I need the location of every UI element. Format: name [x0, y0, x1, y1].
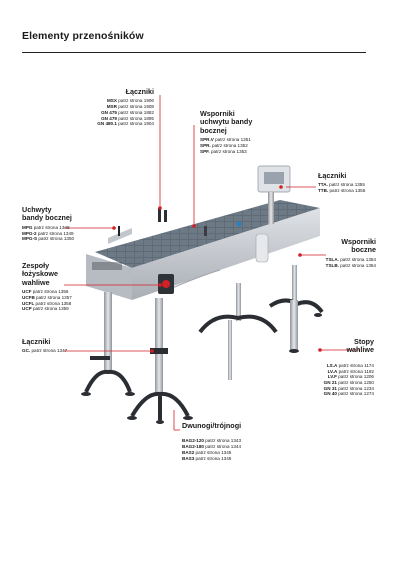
- ref-line: BAG2-120 patrz strona 1343: [182, 438, 242, 444]
- ref-line: SPF. patrz strona 1353: [200, 148, 247, 154]
- ref-line: GN 21 patrz strona 1250: [323, 379, 374, 385]
- callout-heading: Wsporniki uchwytu bandy bocznej: [200, 109, 253, 135]
- ref-line: UCFB patrz strona 1357: [22, 294, 72, 300]
- callout-refs: GC. patrz strona 1347: [22, 348, 112, 354]
- conveyor-belt: [95, 200, 320, 268]
- callout-heading: Zespoły łożyskowe wahliwe: [22, 261, 58, 287]
- ref-line: BAS3 patrz strona 1346: [182, 455, 232, 461]
- left-front-leg: [104, 292, 112, 372]
- ref-line: SPR. patrz strona 1352: [200, 142, 248, 148]
- callout-heading: Dwunogi/trójnogi: [182, 421, 242, 430]
- callout-heading: Łączniki: [22, 337, 51, 346]
- ref-line: TSLA. patrz strona 1354: [325, 256, 376, 262]
- ref-line: LV.F patrz strona 1206: [327, 374, 374, 380]
- ref-line: MPG patrz strona 1348: [22, 224, 70, 230]
- callout-heading: Stopy wahliwe: [346, 337, 374, 355]
- callout-heading: Uchwyty bandy bocznej: [22, 205, 72, 223]
- belt-end-cover: [86, 254, 132, 300]
- callout-refs: LS.A patrz strona 1174 LV.A patrz strona…: [274, 363, 374, 397]
- callout-bearing-units: Zespoły łożyskowe wahliwe UCF patrz stro…: [22, 261, 112, 312]
- ref-line: UCFL patrz strona 1358: [22, 300, 72, 306]
- side-frame: [132, 208, 320, 300]
- ref-line: MSX patrz strona 1906: [106, 98, 154, 104]
- ref-line: BAG2-180 patrz strona 1344: [182, 444, 242, 450]
- ref-line: MSR patrz strona 1908: [106, 104, 154, 110]
- callout-refs: TSLA. patrz strona 1354 TSLB. patrz stro…: [286, 257, 376, 268]
- callout-heading: Wsporniki boczne: [341, 237, 376, 255]
- back-leg-left: [236, 283, 241, 321]
- callout-bipods-tripods: Dwunogi/trójnogi BAG2-120 patrz strona 1…: [182, 421, 292, 461]
- callout-side-supports: Wsporniki boczne TSLA. patrz strona 1354…: [286, 237, 376, 268]
- callout-refs: UCF patrz strona 1356 UCFB patrz strona …: [22, 289, 112, 312]
- callout-refs: SPR.V patrz strona 1351 SPR. patrz stron…: [200, 137, 310, 154]
- callout-connectors-right: Łączniki TTA. patrz strona 1355 TTB. pat…: [318, 171, 398, 194]
- ref-line: TSLB. patrz strona 1354: [325, 262, 376, 268]
- callout-connectors-left: Łączniki GC. patrz strona 1347: [22, 337, 112, 354]
- ref-line: GN 31 patrz strona 1234: [323, 385, 374, 391]
- ref-line: SPR.V patrz strona 1351: [200, 137, 251, 143]
- center-front-leg: [155, 298, 163, 394]
- callout-heading: Łączniki: [318, 171, 347, 180]
- ref-line: GN 480.1 patrz strona 1904: [97, 121, 154, 127]
- ref-line: GN 479 patrz strona 1895: [101, 115, 154, 121]
- callout-heading: Łączniki: [125, 87, 154, 96]
- ref-line: TTA. patrz strona 1355: [318, 182, 365, 188]
- ref-line: MPG-S patrz strona 1350: [22, 236, 75, 242]
- ref-line: MPG-2 patrz strona 1349: [22, 230, 74, 236]
- ref-line: TTB. patrz strona 1355: [318, 188, 366, 194]
- ref-line: GC. patrz strona 1347: [22, 348, 68, 354]
- front-left-tripod: [84, 369, 132, 393]
- ref-line: GN 40 patrz strona 1274: [323, 391, 374, 397]
- callout-side-guide-holders: Uchwyty bandy bocznej MPG patrz strona 1…: [22, 205, 112, 242]
- page-title: Elementy przenośników: [22, 30, 144, 42]
- back-leg-right: [292, 265, 297, 311]
- callout-swivel-feet: Stopy wahliwe LS.A patrz strona 1174 LV.…: [274, 337, 374, 397]
- ref-line: UCF patrz strona 1356: [22, 289, 69, 295]
- front-center-tripod: [130, 391, 190, 418]
- right-leg: [290, 300, 298, 350]
- ref-line: LS.A patrz strona 1174: [326, 362, 374, 368]
- title-divider: [22, 52, 366, 53]
- callout-refs: BAG2-120 patrz strona 1343 BAG2-180 patr…: [182, 438, 292, 461]
- ref-line: BAS2 patrz strona 1345: [182, 449, 232, 455]
- callout-refs: TTA. patrz strona 1355 TTB. patrz strona…: [318, 182, 398, 193]
- ref-line: GN 475 patrz strona 1882: [101, 109, 154, 115]
- callout-refs: MSX patrz strona 1906 MSR patrz strona 1…: [44, 98, 154, 127]
- callout-guide-bracket-supports: Wsporniki uchwytu bandy bocznej SPR.V pa…: [200, 109, 310, 154]
- ref-line: LV.A patrz strona 1192: [327, 368, 374, 374]
- callout-refs: MPG patrz strona 1348 MPG-2 patrz strona…: [22, 225, 112, 242]
- callout-connectors-top: Łączniki MSX patrz strona 1906 MSR patrz…: [44, 87, 154, 127]
- ref-line: UCP patrz strona 1359: [22, 306, 69, 312]
